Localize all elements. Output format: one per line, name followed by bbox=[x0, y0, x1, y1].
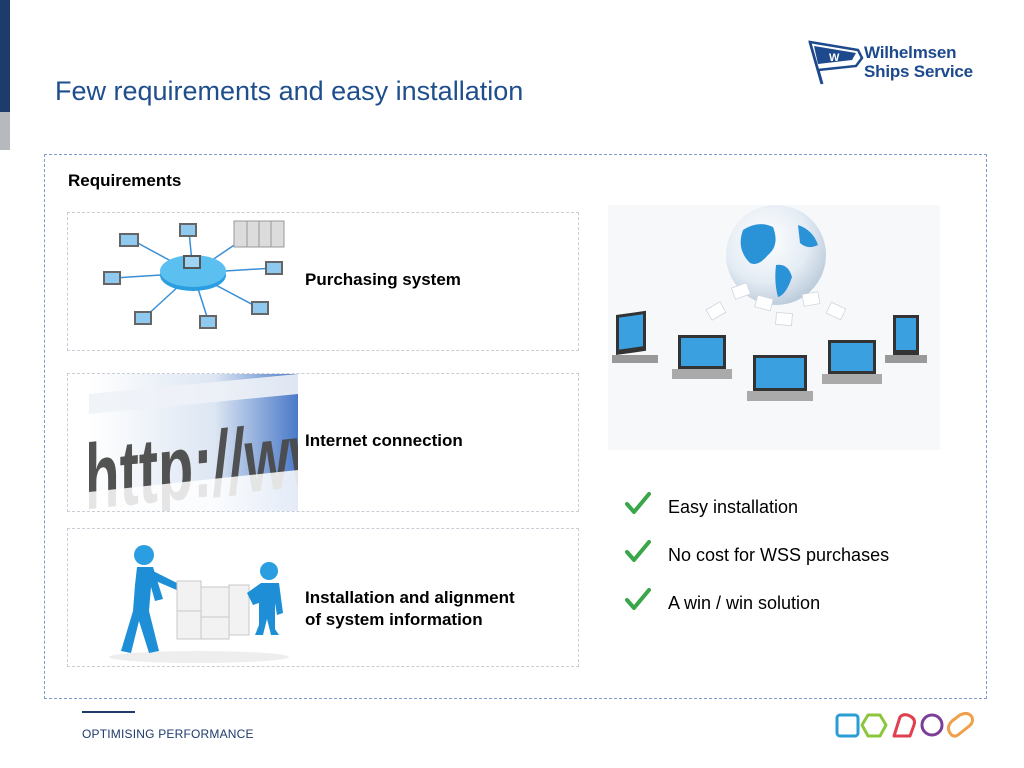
globe-laptops-image bbox=[608, 205, 940, 450]
logo-line-1: Wilhelmsen bbox=[864, 43, 957, 62]
footer-tagline: OPTIMISING PERFORMANCE bbox=[82, 727, 254, 741]
requirement-label-installation: Installation and alignment of system inf… bbox=[305, 587, 515, 631]
benefit-text: Easy installation bbox=[668, 497, 799, 517]
requirement-label-internet: Internet connection bbox=[305, 431, 463, 450]
company-logo: W Wilhelmsen Ships Service bbox=[806, 40, 981, 86]
svg-text:W: W bbox=[829, 52, 840, 64]
benefit-text: A win / win solution bbox=[668, 593, 821, 613]
requirement-card-installation: Installation and alignment of system inf… bbox=[67, 528, 579, 667]
check-icon bbox=[625, 492, 651, 514]
network-computers-image bbox=[89, 213, 298, 350]
check-icon bbox=[625, 588, 651, 610]
check-icon bbox=[625, 540, 651, 562]
requirement-card-purchasing: Purchasing system bbox=[67, 212, 579, 351]
list-item: A win / win solution bbox=[625, 588, 945, 636]
content-frame bbox=[44, 154, 987, 699]
side-accent-bar bbox=[0, 0, 10, 112]
requirement-card-internet: http://ww Internet connection bbox=[67, 373, 579, 512]
http-www-image: http://ww bbox=[89, 374, 298, 511]
list-item: Easy installation bbox=[625, 492, 945, 540]
brand-shapes-icon bbox=[835, 711, 974, 738]
requirement-label-purchasing: Purchasing system bbox=[305, 270, 461, 289]
side-accent-bar-grey bbox=[0, 112, 10, 150]
requirement-label-installation-line1: Installation and alignment bbox=[305, 588, 515, 607]
logo-line-2: Ships Service bbox=[864, 62, 973, 81]
requirement-label-installation-line2: of system information bbox=[305, 610, 483, 629]
list-item: No cost for WSS purchases bbox=[625, 540, 945, 588]
laptop-row bbox=[612, 310, 927, 401]
footer-divider bbox=[82, 711, 135, 713]
puzzle-figures-image bbox=[89, 529, 298, 666]
flag-logo-icon: W bbox=[808, 40, 864, 85]
benefits-list: Easy installation No cost for WSS purcha… bbox=[625, 492, 945, 636]
requirements-heading: Requirements bbox=[68, 171, 182, 190]
benefit-text: No cost for WSS purchases bbox=[668, 545, 890, 565]
page-title: Few requirements and easy installation bbox=[55, 76, 524, 106]
